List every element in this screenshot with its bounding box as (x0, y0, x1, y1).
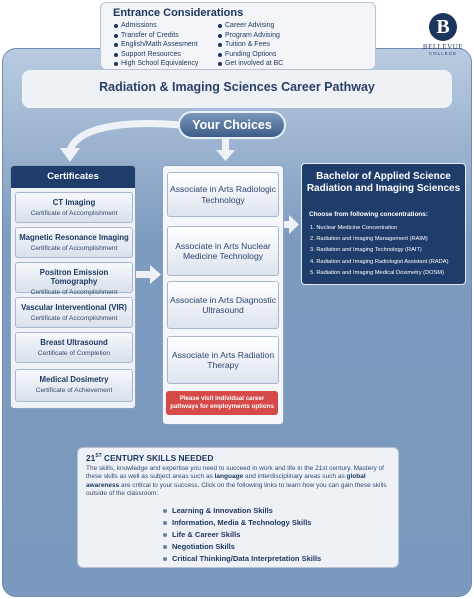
concentration-item: 3. Radiation and Imaging Technology (RAI… (310, 247, 422, 254)
skill-link[interactable]: Negotiation Skills (162, 541, 321, 553)
concentration-item: 1. Nuclear Medicine Concentration (310, 225, 398, 231)
bellevue-college-logo: B BELLEVUE COLLEGE (421, 13, 465, 65)
certificate-pet[interactable]: Positron Emission Tomography Certificate… (15, 262, 133, 296)
certificate-breast-ultrasound[interactable]: Breast Ultrasound Certificate of Complet… (15, 332, 133, 363)
associate-radiologic-technology[interactable]: Associate in Arts Radiologic Technology (167, 172, 279, 217)
entrance-link[interactable]: Admissions (113, 21, 198, 31)
skills-description: The skills, knowledge and expertise you … (86, 465, 392, 498)
skills-title-sup: ST (95, 453, 102, 460)
entrance-considerations-panel: Entrance Considerations Admissions Trans… (100, 2, 463, 70)
certificate-name: Breast Ultrasound (40, 338, 108, 347)
entrance-link[interactable]: Funding Options (217, 50, 283, 60)
skills-text-bold: global awareness (86, 473, 366, 489)
entrance-link[interactable]: Program Advising (217, 31, 283, 41)
certificate-mri[interactable]: Magnetic Resonance Imaging Certificate o… (15, 227, 133, 258)
arrow-cert-to-assoc (136, 271, 152, 278)
certificate-type: Certificate of Accomplishment (30, 289, 118, 296)
entrance-link[interactable]: Career Advising (217, 21, 283, 31)
entrance-links-right: Career Advising Program Advising Tuition… (217, 21, 283, 69)
arrow-head-associates (216, 150, 235, 161)
certificate-medical-dosimetry[interactable]: Medical Dosimetry Certificate of Achieve… (15, 369, 133, 402)
skills-text-part: are critical to your success. Click on t… (86, 481, 387, 497)
arrow-head-cert-to-assoc (150, 265, 161, 284)
certificates-header: Certificates (11, 166, 135, 188)
skill-link[interactable]: Learning & Innovation Skills (162, 505, 321, 517)
arrow-assoc-to-bach (284, 221, 290, 228)
concentrations-label: Choose from following concentrations: (309, 211, 428, 218)
certificate-name: Positron Emission Tomography (39, 268, 109, 286)
entrance-link[interactable]: Tuition & Fees (217, 40, 283, 50)
logo-mark: B (429, 13, 457, 41)
certificate-type: Certificate of Accomplishment (30, 245, 118, 252)
skill-link[interactable]: Life & Career Skills (162, 529, 321, 541)
concentration-item: 2. Radiation and Imaging Management (RAI… (310, 236, 428, 243)
entrance-link[interactable]: Support Resources (113, 50, 198, 60)
entrance-link[interactable]: High School Equivalency (113, 59, 198, 69)
concentration-item: 5. Radiation and Imaging Medical Dosimet… (310, 269, 445, 276)
century-skills-panel: 21ST CENTURY SKILLS NEEDED The skills, k… (77, 447, 399, 568)
certificate-name: Vascular Interventional (VIR) (21, 303, 127, 312)
entrance-link[interactable]: Transfer of Credits (113, 31, 198, 41)
arrow-to-certificates (66, 120, 181, 152)
skill-link[interactable]: Information, Media & Technology Skills (162, 517, 321, 529)
associates-column: Associate in Arts Radiologic Technology … (162, 165, 284, 425)
concentrations-list: 1. Nuclear Medicine Concentration 2. Rad… (310, 223, 448, 279)
title-bar (22, 70, 452, 108)
skill-link[interactable]: Critical Thinking/Data Interpretation Sk… (162, 553, 321, 565)
entrance-links-left: Admissions Transfer of Credits English/M… (113, 21, 198, 69)
concentration-item: 4. Radiation and Imaging Radiologist Ass… (310, 258, 449, 265)
arrow-to-associates (222, 139, 229, 151)
bachelor-box[interactable]: Bachelor of Applied Science Radiation an… (301, 163, 466, 285)
associate-radiation-therapy[interactable]: Associate in Arts Radiation Therapy (167, 336, 279, 384)
associate-nuclear-medicine[interactable]: Associate in Arts Nuclear Medicine Techn… (167, 226, 279, 276)
visit-pathways-note[interactable]: Please visit individual career pathways … (166, 391, 278, 415)
bachelor-title: Bachelor of Applied Science Radiation an… (306, 171, 461, 194)
entrance-link[interactable]: English/Math Assesment (113, 40, 198, 50)
entrance-title: Entrance Considerations (113, 7, 244, 19)
certificate-type: Certificate of Accomplishment (30, 210, 118, 217)
arrow-head-assoc-to-bach (289, 215, 299, 234)
certificates-column: Certificates CT Imaging Certificate of A… (10, 165, 136, 409)
skills-links: Learning & Innovation Skills Information… (162, 505, 321, 565)
certificate-vir[interactable]: Vascular Interventional (VIR) Certificat… (15, 297, 133, 328)
skills-title: 21ST CENTURY SKILLS NEEDED (86, 453, 213, 463)
entrance-link[interactable]: Get involved at BC (217, 59, 283, 69)
skills-title-text: CENTURY SKILLS NEEDED (101, 453, 214, 463)
skills-text-bold: language (214, 473, 244, 481)
certificate-name: Magnetic Resonance Imaging (19, 233, 129, 242)
certificate-type: Certificate of Accomplishment (30, 315, 118, 322)
skills-text-part: and interdisciplinary areas such as (243, 473, 347, 481)
logo-name: BELLEVUE (422, 43, 464, 51)
logo-subtitle: COLLEGE (428, 51, 458, 56)
certificate-type: Certificate of Completion (37, 350, 111, 357)
arrow-head-certificates (60, 148, 80, 162)
skills-text-part: The skills, knowledge and expertise you … (86, 465, 384, 481)
pathway-title: Radiation & Imaging Sciences Career Path… (99, 80, 375, 94)
certificate-ct-imaging[interactable]: CT Imaging Certificate of Accomplishment (15, 192, 133, 223)
your-choices-pill: Your Choices (178, 111, 286, 139)
certificate-name: CT Imaging (52, 198, 96, 207)
associate-diagnostic-ultrasound[interactable]: Associate in Arts Diagnostic Ultrasound (167, 281, 279, 329)
skills-title-number: 21 (86, 453, 96, 463)
certificate-name: Medical Dosimetry (39, 375, 109, 384)
certificate-type: Certificate of Achievement (35, 387, 113, 394)
